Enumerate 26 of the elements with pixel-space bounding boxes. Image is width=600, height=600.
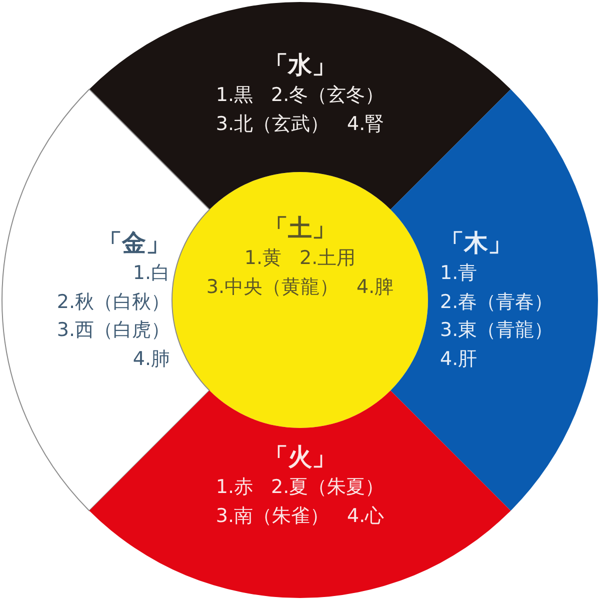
attribute-item: 3.南（朱雀）	[216, 504, 329, 529]
attribute-item: 1.黒	[216, 83, 253, 108]
attribute-item: 4.肝	[440, 346, 478, 372]
attribute-item: 3.中央（黄龍）	[206, 274, 338, 300]
attribute-item: 4.脾	[356, 274, 394, 300]
element-heading: 「水」	[264, 50, 336, 81]
attribute-item: 2.土用	[300, 246, 356, 272]
attribute-item: 1.黄	[244, 246, 282, 272]
element-heading: 「土」	[264, 213, 336, 244]
attribute-item: 4.肺	[132, 346, 170, 372]
attribute-item: 1.青	[440, 261, 478, 286]
attribute-item: 2.夏（朱夏）	[271, 475, 384, 500]
attribute-item: 4.腎	[347, 112, 384, 137]
attribute-item: 4.心	[347, 504, 384, 529]
attribute-item: 3.西（白虎）	[56, 318, 170, 344]
attribute-item: 2.春（青春）	[440, 290, 554, 315]
attribute-item: 3.北（玄武）	[216, 112, 329, 137]
attribute-item: 3.東（青龍）	[440, 318, 554, 344]
attribute-item: 2.秋（白秋）	[56, 290, 170, 315]
earth-circle	[172, 172, 428, 428]
element-heading: 「木」	[440, 228, 512, 259]
attribute-item: 2.冬（玄冬）	[271, 83, 384, 108]
attribute-item: 1.白	[132, 261, 170, 286]
element-heading: 「火」	[264, 442, 336, 473]
attribute-item: 1.赤	[216, 475, 253, 500]
element-heading: 「金」	[98, 228, 170, 259]
